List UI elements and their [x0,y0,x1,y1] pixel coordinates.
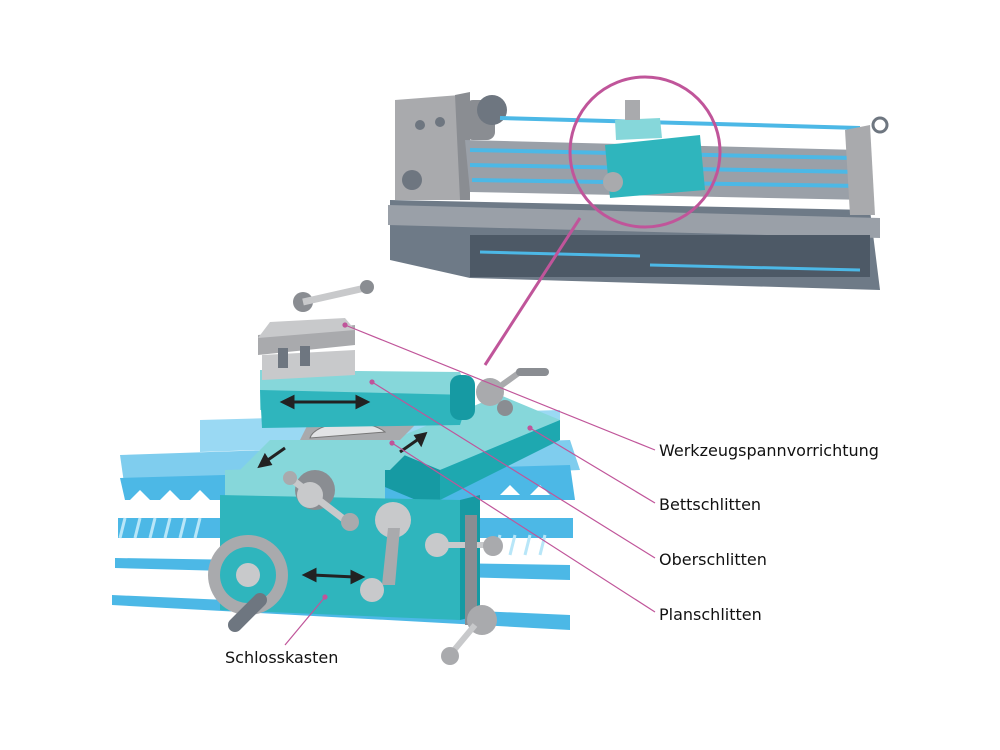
label-oberschlitten: Oberschlitten [659,550,767,569]
carriage-detail [112,280,580,665]
leader-lines [284,322,656,646]
magnifier-circle [568,75,722,229]
label-planschlitten: Planschlitten [659,605,762,624]
label-schlosskasten: Schlosskasten [225,648,338,667]
label-bettschlitten: Bettschlitten [659,495,761,514]
label-werkzeugspannvorrichtung: Werkzeugspannvorrichtung [659,441,879,460]
magnifier-line [483,217,582,366]
lathe-overview [388,92,889,290]
